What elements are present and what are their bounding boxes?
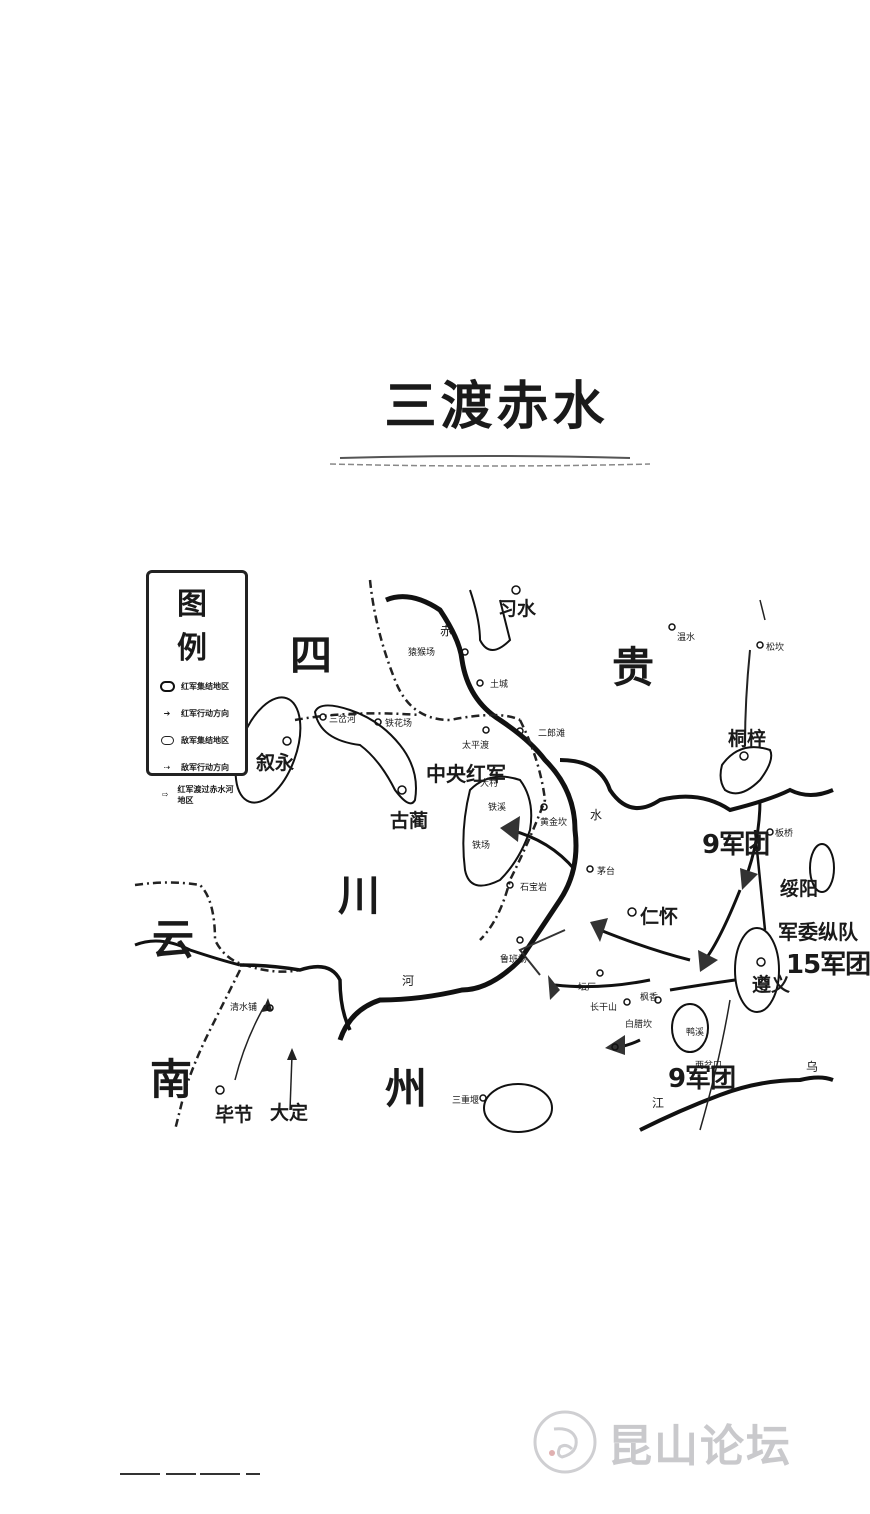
seal-logo-icon: [533, 1410, 597, 1474]
river-label: 江: [652, 1096, 665, 1110]
page-title: 三渡赤水: [384, 376, 609, 437]
place-label: 大村: [480, 779, 499, 789]
place-label: 土城: [490, 680, 509, 690]
river-label: 乌: [806, 1060, 819, 1074]
place-label: 松坎: [766, 643, 785, 653]
place-label: 石宝岩: [520, 883, 548, 893]
place-label: 仁怀: [640, 906, 679, 928]
place-label: 坛厂: [578, 983, 597, 993]
bottom-divider: [120, 1473, 260, 1475]
province-label: 云: [152, 915, 195, 964]
river-label: 河: [402, 974, 415, 988]
place-label: 猿猴场: [408, 648, 436, 658]
place-label: 绥阳: [780, 878, 819, 900]
province-label: 州: [385, 1064, 428, 1113]
place-label: 大定: [270, 1102, 309, 1124]
place-label: 温水: [677, 633, 696, 643]
place-label: 桐梓: [728, 728, 767, 750]
place-label: 古蔺: [390, 810, 429, 832]
place-label: 二郎滩: [538, 729, 566, 739]
enemy-arrow-icon: ⇢: [163, 763, 171, 772]
legend-heading: 图 例: [177, 587, 217, 666]
river-label: 水: [590, 808, 603, 822]
chishui-river: [337, 594, 579, 1041]
unit-label: 军委纵队: [778, 920, 858, 944]
place-label: 叙永: [256, 752, 295, 774]
legend-item: ⇨ 红军渡过赤水河地区: [155, 781, 239, 808]
place-label: 两岔口: [695, 1061, 723, 1071]
province-label: 南: [150, 1055, 193, 1104]
place-label: 铁场: [472, 841, 491, 851]
unit-label: 9军团: [668, 1064, 736, 1094]
place-label: 三岔河: [329, 715, 357, 725]
place-label: 铁花场: [385, 719, 413, 729]
place-label: 鸭溪: [686, 1028, 705, 1038]
place-label: 黄金坎: [540, 818, 568, 828]
unit-label: 9军团: [702, 830, 770, 860]
place-label: 枫香: [640, 993, 659, 1003]
place-label: 板桥: [775, 829, 794, 839]
title-divider: [329, 455, 651, 467]
enemy-area-icon: [155, 736, 179, 745]
legend-item: ⇢ 敌军行动方向: [155, 754, 239, 781]
main-army-zone: [462, 775, 533, 887]
legend-item: 红军集结地区: [155, 673, 239, 700]
place-label: 三重堰: [452, 1096, 480, 1106]
place-label: 毕节: [215, 1104, 254, 1126]
place-label: 茅台: [597, 867, 616, 877]
unit-label: 15军团: [786, 950, 870, 980]
province-label: 四: [290, 631, 333, 680]
open-arrow-icon: ⇨: [161, 790, 169, 799]
place-label: 习水: [498, 598, 537, 620]
map-lines: [134, 579, 835, 1133]
place-label: 清水铺: [230, 1003, 258, 1013]
place-label: 铁溪: [488, 803, 507, 813]
province-label: 贵: [612, 643, 655, 692]
watermark-text: 昆山论坛: [608, 1421, 792, 1472]
red-army-arrow-icon: ➔: [163, 709, 171, 718]
place-label: 太平渡: [462, 741, 490, 751]
forum-watermark: 昆山论坛: [532, 1406, 832, 1478]
place-label: 遵义: [752, 974, 791, 996]
place-label: 鲁班场: [500, 955, 528, 965]
legend-item: 敌军集结地区: [155, 727, 239, 754]
red-army-area-icon: [155, 681, 179, 692]
place-label: 长干山: [590, 1003, 618, 1013]
unit-label: 中央红军: [426, 762, 506, 786]
legend-item: ➔ 红军行动方向: [155, 700, 239, 727]
province-label: 川: [338, 871, 381, 920]
river-label: 赤: [440, 624, 453, 638]
place-label: 白腊坎: [625, 1020, 653, 1030]
map-legend: 图 例 红军集结地区 ➔ 红军行动方向 敌军集结地区 ⇢ 敌军行动方向 ⇨ 红军…: [146, 570, 248, 805]
